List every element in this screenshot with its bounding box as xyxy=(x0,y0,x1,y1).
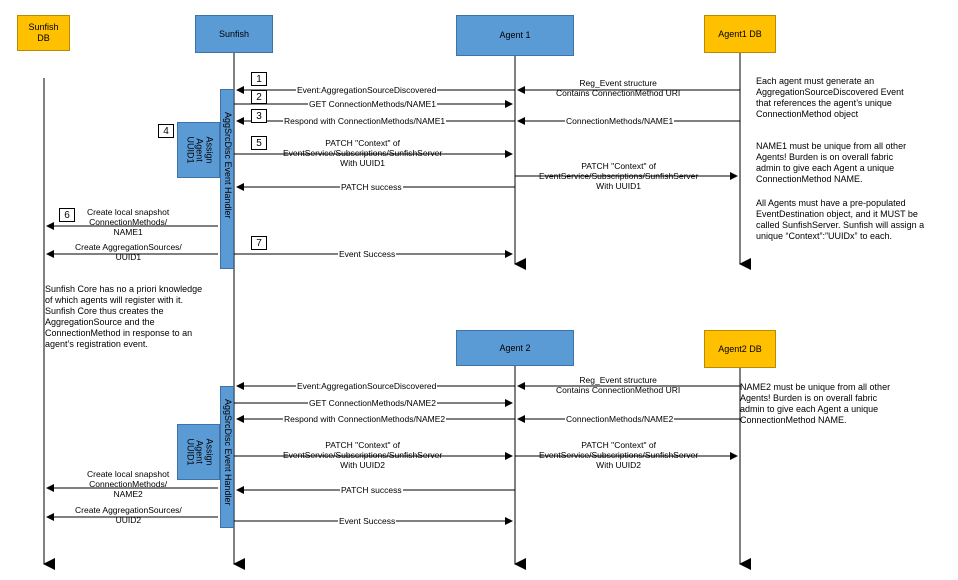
sunfish-db-box: Sunfish DB xyxy=(17,15,70,51)
step-5: 5 xyxy=(251,136,267,150)
msg1-patch-success-label: PATCH success xyxy=(340,182,403,192)
step-6: 6 xyxy=(59,208,75,222)
event-handler-bar-2: AggSrcDisc Event Handler xyxy=(220,386,234,528)
step-4: 4 xyxy=(158,124,174,138)
note-event-destination: All Agents must have a pre-populated Eve… xyxy=(756,198,925,241)
note-name1-unique: NAME1 must be unique from all other Agen… xyxy=(756,141,907,184)
agent2-box: Agent 2 xyxy=(456,330,574,366)
msg2-create-agg-label: Create AggregationSources/ UUID2 xyxy=(75,505,182,525)
msg2-snapshot-label: Create local snapshot ConnectionMethods/… xyxy=(87,469,170,499)
event-handler-label-1: AggSrcDisc Event Handler xyxy=(223,112,233,219)
sunfish-box: Sunfish xyxy=(195,15,273,53)
agent2-db-box: Agent2 DB xyxy=(704,330,776,368)
step-1: 1 xyxy=(251,72,267,86)
msg1-respond-cm-label: Respond with ConnectionMethods/NAME1 xyxy=(283,116,447,126)
msg1-patch-sunfish-label: PATCH "Context" of EventService/Subscrip… xyxy=(283,138,443,168)
step-2: 2 xyxy=(251,90,267,104)
msg2-event-success-label: Event Success xyxy=(338,516,397,526)
msg1-event-success-label: Event Success xyxy=(338,249,397,259)
msg1-discovered-label: Event:AggregationSourceDiscovered xyxy=(296,85,438,95)
msg1-create-agg-label: Create AggregationSources/ UUID1 xyxy=(75,242,182,262)
msg1-patch-agent-label: PATCH "Context" of EventService/Subscrip… xyxy=(539,161,699,191)
step-3: 3 xyxy=(251,109,267,123)
msg2-cm-db-label: ConnectionMethods/NAME2 xyxy=(565,414,675,424)
event-handler-bar-1: AggSrcDisc Event Handler xyxy=(220,89,234,269)
msg2-patch-sunfish-label: PATCH "Context" of EventService/Subscrip… xyxy=(283,440,443,470)
assign-uuid-box-2: Assign Agent UUID1 xyxy=(177,424,220,480)
note-sunfish-core: Sunfish Core has no a priori knowledge o… xyxy=(45,284,203,349)
msg2-get-cm-label: GET ConnectionMethods/NAME2 xyxy=(308,398,437,408)
assign-uuid-label-1: Assign Agent UUID1 xyxy=(184,136,214,164)
event-handler-label-2: AggSrcDisc Event Handler xyxy=(223,399,233,506)
agent1-db-box: Agent1 DB xyxy=(704,15,776,53)
msg2-respond-cm-label: Respond with ConnectionMethods/NAME2 xyxy=(283,414,447,424)
msg1-snapshot-label: Create local snapshot ConnectionMethods/… xyxy=(87,207,170,237)
step-7: 7 xyxy=(251,236,267,250)
agent1-box: Agent 1 xyxy=(456,15,574,56)
msg2-patch-success-label: PATCH success xyxy=(340,485,403,495)
note-agent-generate: Each agent must generate an AggregationS… xyxy=(756,76,904,119)
note-name2-unique: NAME2 must be unique from all other Agen… xyxy=(740,382,891,425)
msg2-reg-event-label: Reg_Event structure Contains ConnectionM… xyxy=(556,375,681,395)
msg2-patch-agent-label: PATCH "Context" of EventService/Subscrip… xyxy=(539,440,699,470)
msg2-discovered-label: Event:AggregationSourceDiscovered xyxy=(296,381,438,391)
assign-uuid-label-2: Assign Agent UUID1 xyxy=(184,438,214,466)
msg1-reg-event-label: Reg_Event structure Contains ConnectionM… xyxy=(556,78,681,98)
msg1-get-cm-label: GET ConnectionMethods/NAME1 xyxy=(308,99,437,109)
assign-uuid-box-1: Assign Agent UUID1 xyxy=(177,122,220,178)
msg1-cm-db-label: ConnectionMethods/NAME1 xyxy=(565,116,675,126)
